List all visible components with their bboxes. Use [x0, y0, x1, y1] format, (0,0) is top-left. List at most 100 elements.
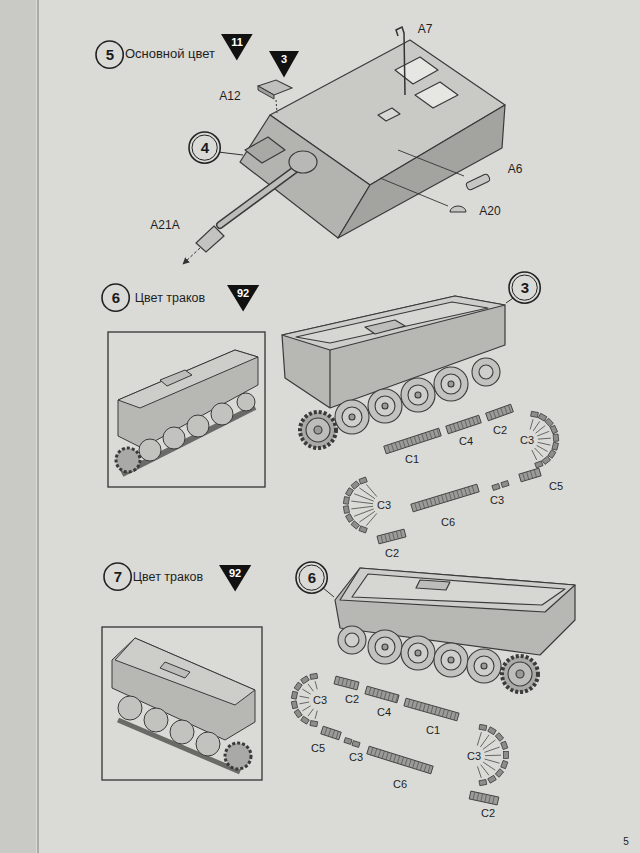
track-link — [479, 724, 487, 730]
small-parts — [218, 150, 491, 212]
leader-line — [481, 765, 489, 776]
track-link — [535, 461, 543, 468]
binding-line — [37, 0, 39, 853]
leader-line — [308, 684, 313, 691]
step-heading: Цвет траков — [134, 291, 206, 305]
color-code: 92 — [227, 285, 259, 311]
track-link — [351, 481, 360, 489]
track-link — [479, 780, 487, 786]
color-code: 11 — [221, 34, 253, 60]
road-wheels — [338, 626, 538, 692]
leader-line — [359, 511, 375, 522]
leader-line — [366, 513, 376, 525]
track-link — [301, 676, 310, 684]
step-number: 5 — [95, 40, 124, 69]
track-link — [346, 514, 354, 523]
track-link — [548, 450, 556, 459]
track-link — [495, 733, 503, 742]
color-number: 92 — [237, 287, 249, 299]
track-link — [359, 526, 367, 533]
part-number: C3 — [312, 694, 328, 707]
color-code: 92 — [219, 565, 251, 591]
part-number: C1 — [404, 453, 420, 466]
track-segment — [486, 404, 514, 421]
track-link — [545, 418, 553, 427]
track-link — [310, 721, 318, 727]
leader-line — [315, 681, 317, 689]
track-link — [352, 741, 360, 748]
part-number: C6 — [440, 516, 456, 529]
track-link — [343, 506, 349, 514]
track-segment — [469, 791, 499, 805]
track-link — [291, 691, 297, 699]
leader-line — [359, 488, 375, 499]
track-segment — [377, 529, 406, 544]
leader-line — [477, 766, 481, 777]
track-link — [344, 738, 352, 745]
leader-line — [483, 762, 495, 770]
binding-edge — [0, 0, 36, 853]
leader-line — [532, 450, 537, 460]
track-segment — [367, 746, 433, 774]
track-link — [310, 673, 318, 679]
wire-part — [396, 27, 405, 95]
lower-hull — [322, 568, 575, 655]
leader-line — [299, 696, 309, 698]
part-number: C5 — [548, 480, 564, 493]
color-code: 3 — [269, 51, 299, 77]
leader-line — [480, 735, 489, 747]
track-link — [501, 741, 508, 749]
track-parts — [291, 404, 558, 805]
part-number: C3 — [466, 750, 482, 763]
step-number: 6 — [101, 283, 130, 312]
part-number: C4 — [458, 435, 474, 448]
leader-line — [530, 419, 533, 429]
callout-number: 4 — [201, 139, 209, 156]
track-link — [553, 434, 559, 441]
inset-view — [108, 332, 265, 487]
part-number: C5 — [310, 742, 326, 755]
track-link — [504, 752, 509, 759]
part-number: C3 — [348, 751, 364, 764]
track-link — [538, 413, 547, 421]
step-heading: Цвет траков — [132, 570, 204, 584]
part-number: C3 — [376, 499, 392, 512]
track-link — [488, 727, 497, 735]
part-number: A21A — [149, 219, 180, 233]
leader-line — [354, 509, 374, 516]
track-segment — [384, 428, 441, 454]
track-segment — [404, 698, 459, 721]
assembly-reference: 3 — [508, 271, 541, 304]
hatch-part — [258, 80, 292, 113]
track-link — [294, 709, 302, 718]
track-link — [488, 775, 497, 783]
part-number: C4 — [376, 706, 392, 719]
track-link — [351, 521, 360, 529]
road-wheels — [300, 358, 500, 448]
part-number: C6 — [392, 778, 408, 791]
part-number: C3 — [519, 434, 535, 447]
callout-number: 5 — [106, 46, 114, 63]
step-heading: Основной цвет — [124, 47, 216, 62]
leader-line — [366, 484, 376, 496]
track-link — [501, 481, 509, 488]
part-number: A6 — [507, 163, 524, 177]
gun — [220, 151, 317, 225]
track-link — [552, 442, 559, 450]
track-segment — [321, 726, 342, 740]
lower-hull — [282, 296, 516, 408]
track-link — [495, 769, 503, 778]
upper-hull — [240, 40, 505, 238]
track-link — [291, 701, 297, 709]
callout-number: 3 — [521, 279, 529, 296]
leader-line — [354, 494, 374, 501]
leader-line — [537, 431, 549, 436]
page-number: 5 — [622, 836, 630, 848]
part-number: A12 — [218, 90, 241, 104]
leader-line — [351, 506, 373, 509]
track-link — [550, 425, 557, 433]
track-link — [359, 477, 367, 484]
track-segment — [411, 484, 479, 512]
color-number: 11 — [231, 36, 243, 48]
